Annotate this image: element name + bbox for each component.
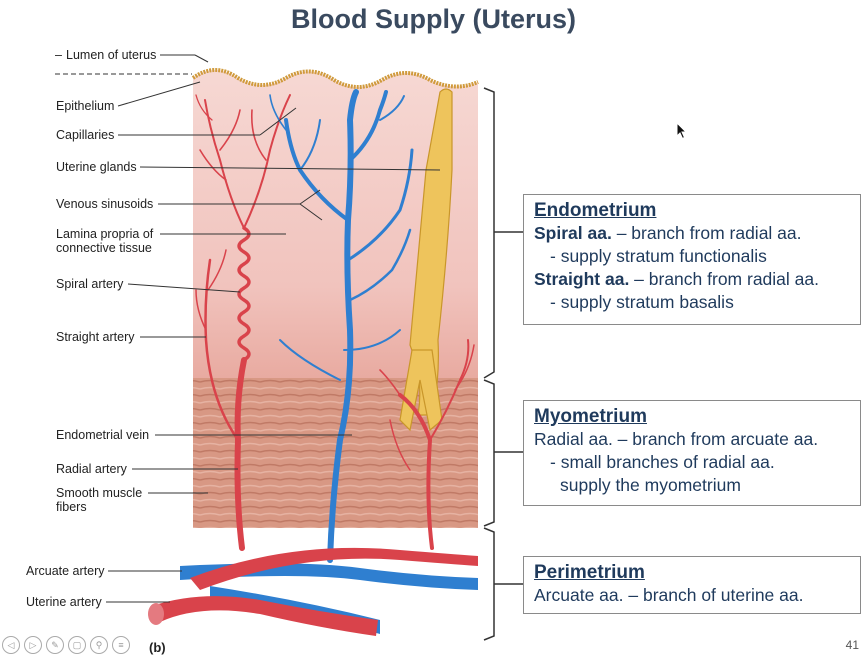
- straight-aa-supply: - supply stratum basalis: [550, 292, 734, 312]
- label-lamina-propria: Lamina propria of: [56, 227, 154, 241]
- radial-aa-text: Radial aa. – branch from arcuate aa.: [534, 429, 819, 449]
- next-slide-icon[interactable]: ▷: [24, 636, 42, 654]
- straight-artery: [204, 258, 240, 442]
- endometrium-tissue: [193, 70, 478, 380]
- label-spiral-artery: Spiral artery: [56, 277, 124, 291]
- label-straight-artery: Straight artery: [56, 330, 135, 344]
- uterine-artery: [152, 596, 378, 636]
- slide-nav-controls: ◁ ▷ ✎ ▢ ⚲ ≡: [2, 636, 130, 654]
- label-venous-sinusoids: Venous sinusoids: [56, 197, 154, 211]
- perimetrium-box: Perimetrium Arcuate aa. – branch of uter…: [523, 556, 861, 614]
- more-options-icon[interactable]: ≡: [112, 636, 130, 654]
- label-lumen-prefix: –: [55, 48, 62, 62]
- label-lumen-of-uterus: Lumen of uterus: [66, 48, 157, 62]
- label-uterine-glands: Uterine glands: [56, 160, 137, 174]
- arcuate-aa-text: Arcuate aa. – branch of uterine aa.: [534, 585, 804, 605]
- label-arcuate-artery: Arcuate artery: [26, 564, 105, 578]
- endometrium-bracket: [483, 87, 502, 379]
- perimetrium-heading: Perimetrium: [534, 562, 645, 583]
- spiral-aa-supply: - supply stratum functionalis: [550, 246, 767, 266]
- slide-title: Blood Supply (Uterus): [291, 4, 576, 34]
- myometrium-box: Myometrium Radial aa. – branch from arcu…: [523, 400, 861, 506]
- endometrium-heading: Endometrium: [534, 200, 657, 221]
- myometrium-heading: Myometrium: [534, 406, 647, 427]
- zoom-icon[interactable]: ⚲: [90, 636, 108, 654]
- figure-label: (b): [149, 640, 166, 655]
- spiral-aa-label: Spiral aa.: [534, 223, 612, 243]
- perimetrium-bracket: [483, 527, 502, 641]
- spiral-aa-text: – branch from radial aa.: [611, 223, 802, 243]
- straight-aa-text: – branch from radial aa.: [629, 269, 819, 289]
- myometrium-bracket: [483, 379, 502, 527]
- radial-artery-right: [398, 393, 434, 550]
- radial-aa-branches: - small branches of radial aa.: [550, 452, 775, 472]
- label-lamina-propria-2: connective tissue: [56, 241, 152, 255]
- page-number: 41: [845, 638, 859, 652]
- vein-network: [269, 89, 414, 563]
- spiral-artery: [237, 226, 251, 362]
- arcuate-artery: [190, 547, 478, 590]
- label-radial-artery: Radial artery: [56, 462, 127, 476]
- epithelium-edge: [191, 68, 479, 89]
- label-smooth-muscle-2: fibers: [56, 500, 87, 514]
- artery-network: [195, 94, 475, 551]
- mouse-cursor-icon: [676, 122, 688, 140]
- label-smooth-muscle: Smooth muscle: [56, 486, 143, 500]
- endometrium-box: Endometrium Spiral aa. – branch from rad…: [523, 194, 861, 325]
- label-epithelium: Epithelium: [56, 99, 115, 113]
- radial-aa-supply: supply the myometrium: [560, 475, 741, 495]
- endometrial-vein: [327, 89, 359, 563]
- label-uterine-artery: Uterine artery: [26, 595, 102, 609]
- pen-icon[interactable]: ✎: [46, 636, 64, 654]
- prev-slide-icon[interactable]: ◁: [2, 636, 20, 654]
- straight-aa-label: Straight aa.: [534, 269, 630, 289]
- label-endometrial-vein: Endometrial vein: [56, 428, 150, 442]
- label-capillaries: Capillaries: [56, 128, 115, 142]
- slides-grid-icon[interactable]: ▢: [68, 636, 86, 654]
